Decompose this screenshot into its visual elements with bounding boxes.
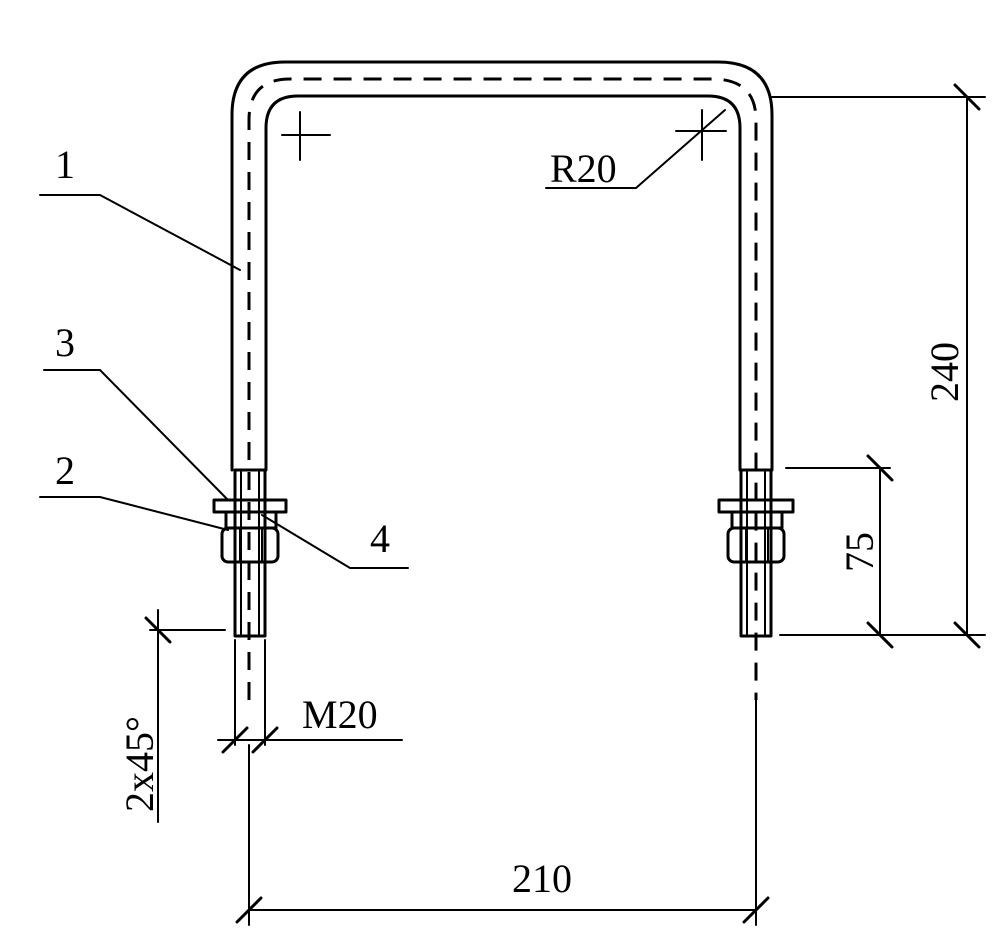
dimension-chamfer-label: 2x45° — [117, 716, 162, 812]
leader-3 — [43, 369, 229, 501]
tick-240-bottom — [953, 621, 981, 649]
dimension-chamfer: 2x45° — [117, 609, 226, 823]
u-bolt-inner-contour — [264, 94, 742, 472]
dimension-240: 240 — [771, 83, 986, 649]
dimension-75-label: 75 — [837, 532, 882, 572]
right-washer — [717, 498, 795, 514]
callout-3: 3 — [55, 320, 75, 365]
u-bolt-body — [230, 60, 774, 700]
dimension-m20: M20 — [217, 639, 403, 754]
radius-label: R20 — [550, 146, 617, 191]
tick-75-bottom — [866, 621, 894, 649]
left-nut-lower — [220, 526, 280, 564]
dimension-210-label: 210 — [512, 856, 572, 901]
tick-chamfer — [144, 616, 172, 644]
right-thread — [739, 468, 773, 638]
tick-75-top — [866, 454, 894, 482]
dimension-210: 210 — [235, 699, 770, 926]
leader-4 — [261, 514, 409, 569]
callout-1: 1 — [55, 142, 75, 187]
tick-210-left — [235, 896, 263, 924]
tick-m20-left — [221, 726, 249, 754]
leader-1 — [39, 194, 241, 271]
u-bolt-outer-contour — [230, 60, 774, 472]
callout-leaders — [39, 109, 726, 569]
callout-4: 4 — [370, 516, 390, 561]
tick-m20-right — [251, 726, 279, 754]
leader-2 — [39, 496, 229, 531]
dimension-m20-label: M20 — [302, 692, 378, 737]
callout-2: 2 — [55, 448, 75, 493]
dimension-75: 75 — [785, 454, 894, 649]
right-leg-hardware — [717, 468, 795, 638]
tick-240-top — [953, 83, 981, 111]
dimension-240-label: 240 — [922, 342, 967, 402]
left-leg-hardware — [212, 468, 288, 638]
u-bolt-centerline — [247, 77, 758, 700]
tick-210-right — [742, 896, 770, 924]
left-thread — [233, 468, 267, 638]
right-nut-lower — [726, 526, 786, 564]
leader-r20 — [545, 109, 726, 189]
